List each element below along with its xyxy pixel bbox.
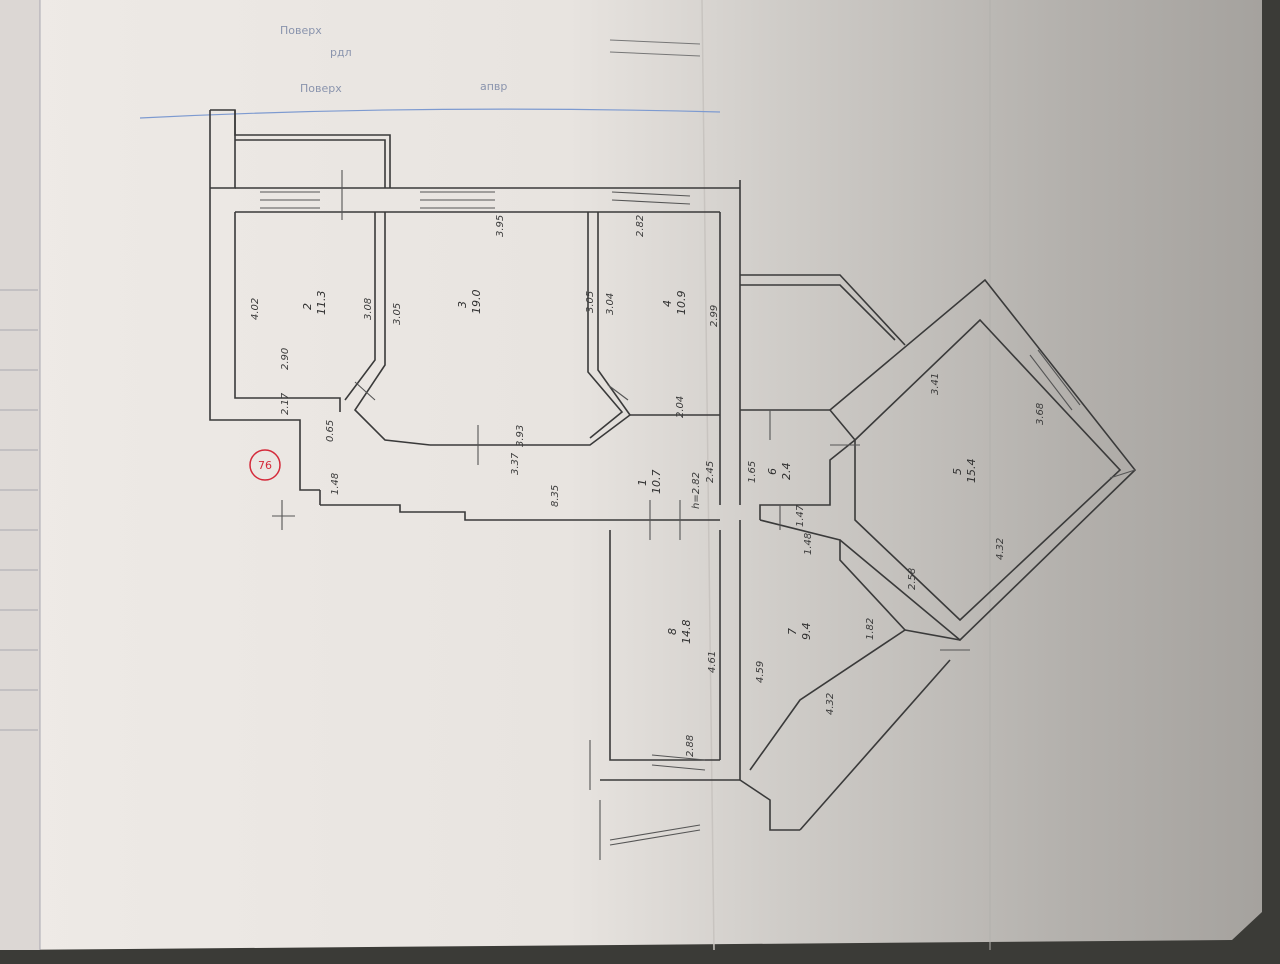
outer-wall-left [209, 110, 320, 491]
dim-2-88: 2.88 [685, 735, 696, 757]
room-2-label: 2 11.3 [301, 291, 328, 316]
room-1-label: 1 10.7 [636, 470, 663, 495]
dim-3-04: 3.04 [605, 293, 616, 315]
left-form-strip [0, 0, 40, 950]
apartment-number-marker: 76 [249, 449, 281, 481]
marker-circle [249, 449, 281, 481]
dim-4-32-right: 4.32 [995, 538, 1006, 560]
paper-fold [701, 0, 715, 951]
header-stamp-lines [609, 39, 701, 57]
windows [260, 191, 1081, 846]
faded-header: Поверх рдл Поверх апвр [139, 24, 721, 119]
room-8-left [609, 530, 720, 761]
room-1-number: 1 [636, 479, 649, 486]
dim-3-41: 3.41 [930, 373, 941, 395]
left-grid-lines [0, 0, 41, 950]
dimension-labels: 3.95 2.82 4.02 3.08 3.05 3.05 3.04 2.99 … [250, 215, 1046, 757]
dim-4-59: 4.59 [755, 661, 766, 683]
dim-0-65: 0.65 [325, 420, 336, 442]
room-7-label: 7 9.4 [786, 623, 813, 641]
room-1-area: 10.7 [650, 470, 663, 495]
balcony-right-inner [740, 284, 896, 341]
room-8-number: 8 [666, 628, 679, 635]
doors [272, 170, 1136, 860]
room-7-left-wall [739, 520, 800, 831]
dim-4-32-bottom: 4.32 [825, 693, 836, 715]
dim-3-68: 3.68 [1035, 403, 1046, 425]
dim-2-17: 2.17 [280, 392, 291, 415]
walls [209, 109, 1137, 860]
dim-1-65: 1.65 [747, 461, 758, 483]
room-8-label: 8 14.8 [666, 620, 693, 645]
room-5-area: 15.4 [965, 459, 978, 484]
room-3-area: 19.0 [470, 290, 483, 315]
room-7-5-link [904, 629, 961, 641]
room-2-walls [234, 212, 341, 412]
room-7-walls [749, 519, 907, 771]
balcony-inner [235, 139, 386, 188]
room-7-area: 9.4 [800, 623, 813, 641]
dim-3-08: 3.08 [363, 298, 374, 320]
room-3-4-partition [587, 212, 624, 439]
room-4-number: 4 [661, 300, 674, 307]
room-6-number: 6 [766, 468, 779, 475]
room-3-label: 3 19.0 [456, 290, 483, 315]
corridor-bottom [320, 504, 720, 521]
dim-3-93: 3.93 [515, 425, 526, 447]
room-3-number: 3 [456, 301, 469, 308]
balcony-right [740, 274, 906, 346]
room-6-label: 6 2.4 [766, 463, 793, 481]
header-line-4: апвр [480, 80, 507, 93]
dim-1-47: 1.47 [795, 504, 806, 527]
room-2-3-partition [344, 212, 376, 401]
dim-3-95: 3.95 [495, 215, 506, 237]
paper-sheet [0, 0, 1262, 950]
room-3-left-wall [353, 212, 431, 446]
header-line-2: рдл [330, 46, 352, 59]
room-7-outer [799, 659, 951, 831]
dim-2-99: 2.99 [709, 305, 720, 327]
room-labels: 2 11.3 3 19.0 4 10.9 1 10.7 6 2.4 5 15.4… [301, 290, 978, 645]
header-line-3: Поверх [300, 82, 342, 95]
dim-2-58: 2.58 [907, 568, 918, 590]
dim-ceiling-height: h=2.82 [691, 472, 702, 509]
header-line-1: Поверх [280, 24, 322, 37]
dim-2-82: 2.82 [635, 215, 646, 237]
room-8-area: 14.8 [680, 620, 693, 645]
dim-2-04: 2.04 [675, 396, 686, 418]
room-6-area: 2.4 [780, 463, 793, 481]
dim-3-05-left: 3.05 [392, 303, 403, 325]
dim-3-37: 3.37 [510, 452, 521, 475]
dim-1-82: 1.82 [865, 618, 876, 640]
room-5-number: 5 [951, 468, 964, 475]
dim-4-61: 4.61 [707, 651, 718, 673]
dim-3-05-right: 3.05 [585, 291, 596, 313]
dim-1-48-right: 1.48 [803, 533, 814, 555]
dim-8-35: 8.35 [550, 485, 561, 507]
dim-4-02: 4.02 [250, 298, 261, 320]
header-rule [139, 108, 721, 119]
dim-2-45: 2.45 [705, 461, 716, 483]
room-7-number: 7 [786, 628, 799, 635]
room-4-label: 4 10.9 [661, 291, 688, 316]
room-2-number: 2 [301, 303, 314, 310]
room-2-area: 11.3 [315, 291, 328, 316]
room-5-walls [854, 318, 1122, 622]
room-5-label: 5 15.4 [951, 459, 978, 484]
dim-1-48-left: 1.48 [330, 473, 341, 495]
room-4-area: 10.9 [675, 291, 688, 316]
marker-label: 76 [258, 459, 272, 472]
dim-2-90: 2.90 [280, 348, 291, 370]
balcony-outline [210, 109, 391, 188]
